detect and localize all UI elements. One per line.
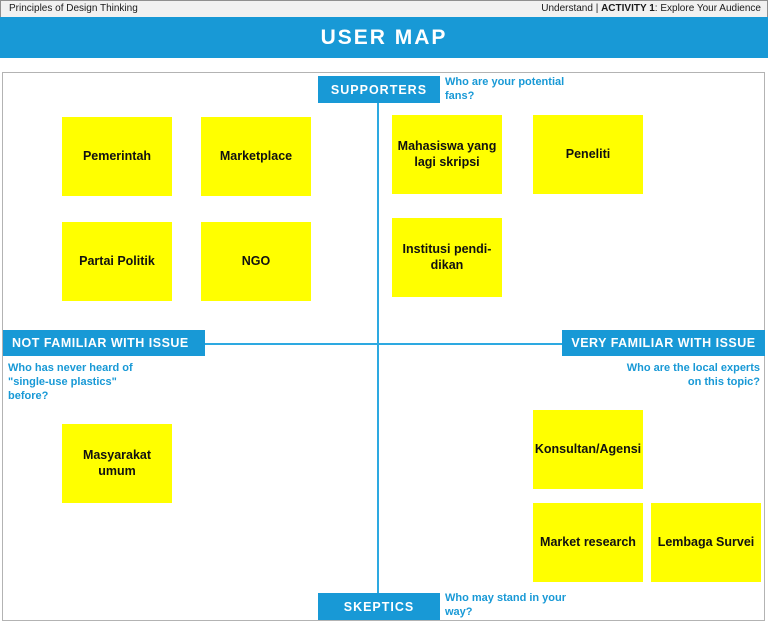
sticky-note-partai-politik[interactable]: Partai Politik: [62, 222, 172, 301]
question-not-familiar: Who has never heard of "single-use plast…: [8, 362, 133, 402]
question-supporters: Who are your potential fans?: [445, 76, 565, 102]
axis-label-skeptics: SKEPTICS: [318, 593, 440, 620]
horizontal-axis-line: [205, 343, 562, 345]
axis-label-not-familiar: NOT FAMILIAR WITH ISSUE: [3, 330, 205, 356]
axis-label-very-familiar: VERY FAMILIAR WITH ISSUE: [562, 330, 765, 356]
sticky-note-mahasiswa[interactable]: Mahasiswa yang lagi skripsi: [392, 115, 502, 194]
activity-breadcrumb: Understand | ACTIVITY 1: Explore Your Au…: [541, 3, 761, 14]
sticky-note-peneliti[interactable]: Peneliti: [533, 115, 643, 194]
breadcrumb-activity: ACTIVITY 1: [601, 3, 655, 14]
top-bar: Principles of Design Thinking Understand…: [0, 0, 768, 17]
sticky-note-market-research[interactable]: Market research: [533, 503, 643, 582]
question-skeptics: Who may stand in your way?: [445, 592, 567, 618]
sticky-note-marketplace[interactable]: Marketplace: [201, 117, 311, 196]
breadcrumb-prefix: Understand |: [541, 3, 602, 14]
sticky-note-pemerintah[interactable]: Pemerintah: [62, 117, 172, 196]
sticky-note-institusi[interactable]: Institusi pendi- dikan: [392, 218, 502, 297]
vertical-axis-line: [377, 103, 379, 593]
document-title: Principles of Design Thinking: [9, 3, 138, 14]
sticky-note-masyarakat-umum[interactable]: Masyarakat umum: [62, 424, 172, 503]
sticky-note-konsultan-agensi[interactable]: Konsultan/Agensi: [533, 410, 643, 489]
question-very-familiar: Who are the local experts on this topic?: [626, 362, 760, 388]
title-banner: USER MAP: [0, 17, 768, 58]
page-title: USER MAP: [320, 26, 448, 49]
sticky-note-lembaga-survei[interactable]: Lembaga Survei: [651, 503, 761, 582]
sticky-note-ngo[interactable]: NGO: [201, 222, 311, 301]
axis-label-supporters: SUPPORTERS: [318, 76, 440, 103]
breadcrumb-suffix: : Explore Your Audience: [654, 3, 761, 14]
